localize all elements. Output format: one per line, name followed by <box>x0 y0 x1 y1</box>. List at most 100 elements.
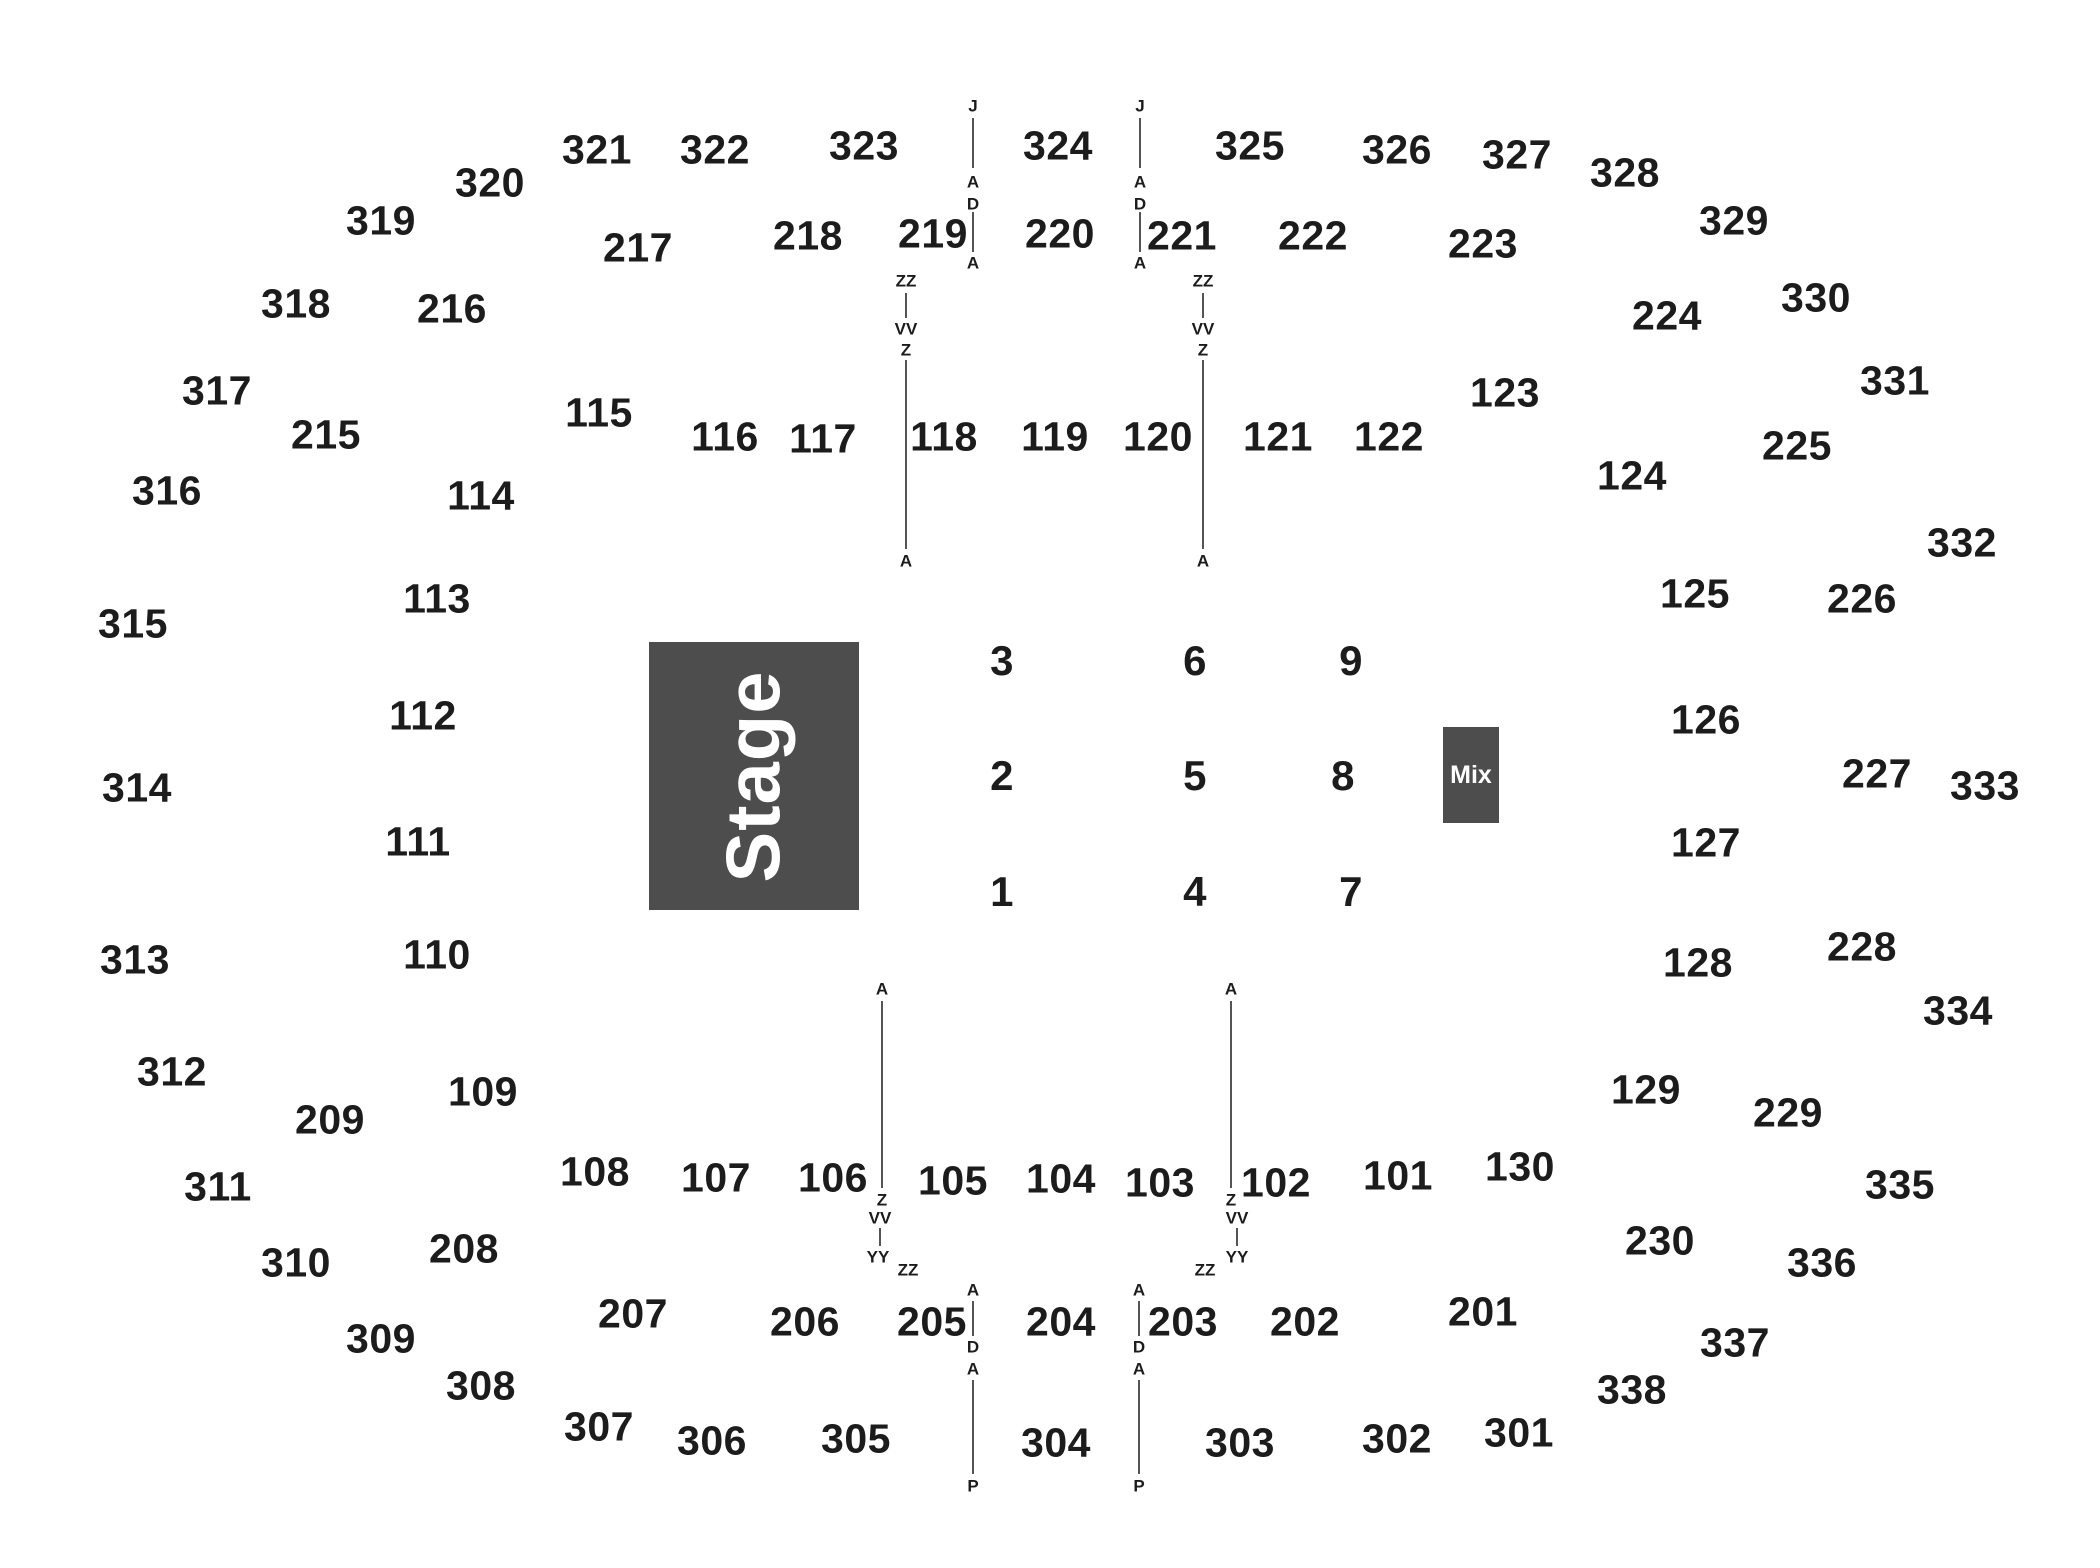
section-327[interactable]: 327 <box>1482 131 1552 178</box>
section-230[interactable]: 230 <box>1625 1217 1695 1264</box>
section-105[interactable]: 105 <box>918 1157 988 1204</box>
section-320[interactable]: 320 <box>455 159 525 206</box>
section-110[interactable]: 110 <box>403 931 471 978</box>
section-224[interactable]: 224 <box>1632 292 1702 339</box>
section-227[interactable]: 227 <box>1842 750 1912 797</box>
section-304[interactable]: 304 <box>1021 1419 1091 1466</box>
section-324[interactable]: 324 <box>1023 122 1093 169</box>
section-3[interactable]: 3 <box>990 637 1014 684</box>
section-117[interactable]: 117 <box>789 415 857 462</box>
section-326[interactable]: 326 <box>1362 126 1432 173</box>
section-130[interactable]: 130 <box>1485 1143 1555 1190</box>
section-104[interactable]: 104 <box>1026 1155 1096 1202</box>
section-305[interactable]: 305 <box>821 1415 891 1462</box>
section-303[interactable]: 303 <box>1205 1419 1275 1466</box>
section-2[interactable]: 2 <box>990 752 1014 799</box>
section-329[interactable]: 329 <box>1699 197 1769 244</box>
section-120[interactable]: 120 <box>1123 413 1193 460</box>
section-4[interactable]: 4 <box>1183 868 1207 915</box>
section-121[interactable]: 121 <box>1243 413 1313 460</box>
section-126[interactable]: 126 <box>1671 696 1741 743</box>
section-116[interactable]: 116 <box>691 413 759 460</box>
section-319[interactable]: 319 <box>346 197 416 244</box>
section-333[interactable]: 333 <box>1950 762 2020 809</box>
section-312[interactable]: 312 <box>137 1048 207 1095</box>
section-103[interactable]: 103 <box>1125 1159 1195 1206</box>
section-330[interactable]: 330 <box>1781 274 1851 321</box>
section-113[interactable]: 113 <box>403 575 471 622</box>
section-336[interactable]: 336 <box>1787 1239 1857 1286</box>
section-302[interactable]: 302 <box>1362 1415 1432 1462</box>
section-323[interactable]: 323 <box>829 122 899 169</box>
section-311[interactable]: 311 <box>184 1163 252 1210</box>
section-123[interactable]: 123 <box>1470 369 1540 416</box>
section-322[interactable]: 322 <box>680 126 750 173</box>
section-325[interactable]: 325 <box>1215 122 1285 169</box>
section-334[interactable]: 334 <box>1923 987 1993 1034</box>
section-108[interactable]: 108 <box>560 1148 630 1195</box>
section-122[interactable]: 122 <box>1354 413 1424 460</box>
section-112[interactable]: 112 <box>389 692 457 739</box>
section-335[interactable]: 335 <box>1865 1161 1935 1208</box>
section-216[interactable]: 216 <box>417 285 487 332</box>
section-1[interactable]: 1 <box>990 868 1014 915</box>
section-309[interactable]: 309 <box>346 1315 416 1362</box>
section-229[interactable]: 229 <box>1753 1089 1823 1136</box>
section-109[interactable]: 109 <box>448 1068 518 1115</box>
section-129[interactable]: 129 <box>1611 1066 1681 1113</box>
section-202[interactable]: 202 <box>1270 1298 1340 1345</box>
section-128[interactable]: 128 <box>1663 939 1733 986</box>
section-318[interactable]: 318 <box>261 280 331 327</box>
section-225[interactable]: 225 <box>1762 422 1832 469</box>
section-310[interactable]: 310 <box>261 1239 331 1286</box>
section-338[interactable]: 338 <box>1597 1366 1667 1413</box>
section-204[interactable]: 204 <box>1026 1298 1096 1345</box>
section-331[interactable]: 331 <box>1860 357 1930 404</box>
section-111[interactable]: 111 <box>385 818 451 865</box>
section-337[interactable]: 337 <box>1700 1319 1770 1366</box>
section-201[interactable]: 201 <box>1448 1288 1518 1335</box>
section-306[interactable]: 306 <box>677 1417 747 1464</box>
section-102[interactable]: 102 <box>1241 1159 1311 1206</box>
section-317[interactable]: 317 <box>182 367 252 414</box>
section-321[interactable]: 321 <box>562 126 632 173</box>
section-228[interactable]: 228 <box>1827 923 1897 970</box>
section-203[interactable]: 203 <box>1148 1298 1218 1345</box>
section-314[interactable]: 314 <box>102 764 172 811</box>
section-125[interactable]: 125 <box>1660 570 1730 617</box>
section-315[interactable]: 315 <box>98 600 168 647</box>
section-118[interactable]: 118 <box>910 413 978 460</box>
section-332[interactable]: 332 <box>1927 519 1997 566</box>
section-218[interactable]: 218 <box>773 212 843 259</box>
section-205[interactable]: 205 <box>897 1298 967 1345</box>
section-6[interactable]: 6 <box>1183 637 1207 684</box>
section-101[interactable]: 101 <box>1363 1152 1433 1199</box>
section-217[interactable]: 217 <box>603 224 673 271</box>
section-119[interactable]: 119 <box>1021 413 1089 460</box>
section-5[interactable]: 5 <box>1183 752 1207 799</box>
section-9[interactable]: 9 <box>1339 637 1363 684</box>
section-106[interactable]: 106 <box>798 1154 868 1201</box>
section-220[interactable]: 220 <box>1025 210 1095 257</box>
section-124[interactable]: 124 <box>1597 452 1667 499</box>
section-226[interactable]: 226 <box>1827 575 1897 622</box>
section-114[interactable]: 114 <box>447 472 515 519</box>
section-115[interactable]: 115 <box>565 389 633 436</box>
section-8[interactable]: 8 <box>1331 752 1355 799</box>
section-222[interactable]: 222 <box>1278 212 1348 259</box>
section-215[interactable]: 215 <box>291 411 361 458</box>
section-313[interactable]: 313 <box>100 936 170 983</box>
section-308[interactable]: 308 <box>446 1362 516 1409</box>
section-223[interactable]: 223 <box>1448 220 1518 267</box>
section-219[interactable]: 219 <box>898 210 968 257</box>
section-328[interactable]: 328 <box>1590 149 1660 196</box>
section-107[interactable]: 107 <box>681 1154 751 1201</box>
section-208[interactable]: 208 <box>429 1225 499 1272</box>
section-127[interactable]: 127 <box>1671 819 1741 866</box>
section-301[interactable]: 301 <box>1484 1409 1554 1456</box>
section-316[interactable]: 316 <box>132 467 202 514</box>
section-209[interactable]: 209 <box>295 1096 365 1143</box>
section-206[interactable]: 206 <box>770 1298 840 1345</box>
section-221[interactable]: 221 <box>1147 212 1217 259</box>
section-7[interactable]: 7 <box>1339 868 1363 915</box>
